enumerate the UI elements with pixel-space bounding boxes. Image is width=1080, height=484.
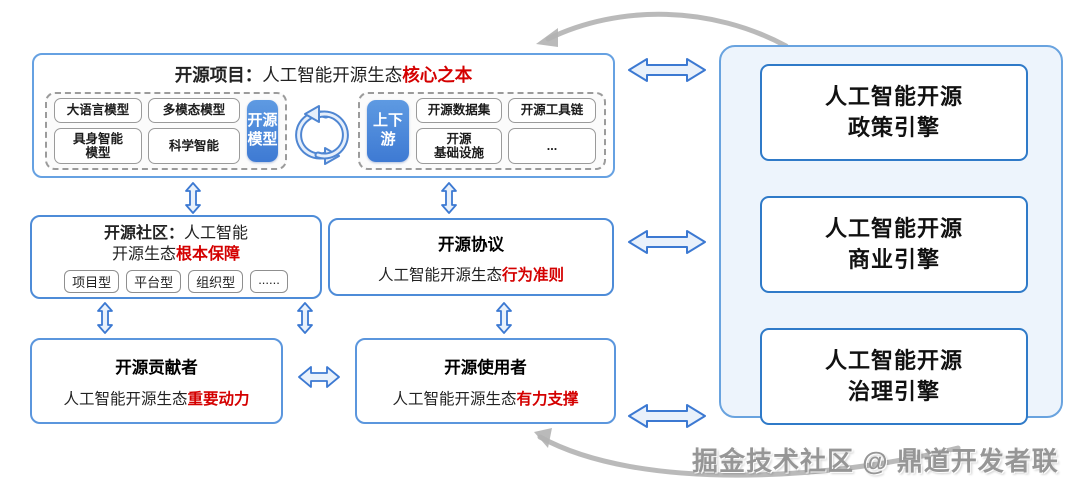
contributor-title: 开源贡献者 xyxy=(115,359,198,377)
chip-multimodal: 多模态模型 xyxy=(148,98,240,123)
user-line: 人工智能开源生态有力支撑 xyxy=(357,387,614,409)
open-source-project-box: 开源项目：人工智能开源生态核心之本 大语言模型 多模态模型 具身智能 模型 科学… xyxy=(32,53,615,178)
user-line-normal: 人工智能开源生态 xyxy=(392,391,517,408)
contributor-line-normal: 人工智能开源生态 xyxy=(63,391,188,408)
open-model-tag: 开源 模型 xyxy=(247,100,278,162)
business-engine-card: 人工智能开源 商业引擎 xyxy=(760,196,1028,293)
double-arrow-horizontal-icon xyxy=(628,230,706,254)
open-source-protocol-box: 开源协议 人工智能开源生态行为准则 xyxy=(328,218,614,296)
double-arrow-vertical-icon xyxy=(496,302,512,334)
chip-platform-type: 平台型 xyxy=(126,269,182,293)
chip-ellipsis: ... xyxy=(508,128,596,164)
chip-toolchain: 开源工具链 xyxy=(508,98,596,123)
updown-chip-grid: 开源数据集 开源工具链 开源 基础设施 ... xyxy=(416,98,596,164)
updown-stream-group: 上下 游 开源数据集 开源工具链 开源 基础设施 ... xyxy=(358,92,606,170)
chip-project-type: 项目型 xyxy=(64,269,120,293)
governance-engine-card: 人工智能开源 治理引擎 xyxy=(760,328,1028,425)
chip-more-types: ...... xyxy=(250,269,288,293)
chip-llm: 大语言模型 xyxy=(54,98,142,123)
model-chip-grid: 大语言模型 多模态模型 具身智能 模型 科学智能 xyxy=(54,98,240,164)
watermark: 掘金技术社区 @ 鼎道开发者联盟 xyxy=(692,446,1059,484)
community-text: 开源社区：人工智能 开源生态根本保障 xyxy=(32,224,320,266)
open-source-contributor-box: 开源贡献者 人工智能开源生态重要动力 xyxy=(30,338,283,424)
chip-science: 科学智能 xyxy=(148,128,240,164)
contributor-line: 人工智能开源生态重要动力 xyxy=(32,387,281,409)
project-title-prefix: 开源项目： xyxy=(174,65,263,85)
double-arrow-vertical-icon xyxy=(185,182,201,214)
project-title: 开源项目：人工智能开源生态核心之本 xyxy=(34,62,613,87)
community-chip-row: 项目型 平台型 组织型 ...... xyxy=(32,269,320,293)
updown-tag: 上下 游 xyxy=(367,100,409,162)
project-title-mid: 人工智能开源生态 xyxy=(262,65,403,85)
double-arrow-vertical-icon xyxy=(297,302,313,334)
protocol-line-highlight: 行为准则 xyxy=(502,267,565,284)
chip-org-type: 组织型 xyxy=(188,269,244,293)
double-arrow-horizontal-icon xyxy=(628,58,706,82)
community-line2-highlight: 根本保障 xyxy=(176,245,241,263)
protocol-title: 开源协议 xyxy=(438,236,504,254)
model-group: 大语言模型 多模态模型 具身智能 模型 科学智能 开源 模型 xyxy=(45,92,287,170)
open-source-community-box: 开源社区：人工智能 开源生态根本保障 项目型 平台型 组织型 ...... xyxy=(30,215,322,299)
protocol-line-normal: 人工智能开源生态 xyxy=(377,267,502,284)
chip-embodied: 具身智能 模型 xyxy=(54,128,142,164)
user-line-highlight: 有力支撑 xyxy=(516,391,579,408)
contributor-line-highlight: 重要动力 xyxy=(187,391,250,408)
protocol-line: 人工智能开源生态行为准则 xyxy=(330,263,612,285)
double-arrow-vertical-icon xyxy=(97,302,113,334)
community-line1-rest: 人工智能 xyxy=(184,225,249,242)
policy-engine-card: 人工智能开源 政策引擎 xyxy=(760,64,1028,161)
double-arrow-horizontal-icon xyxy=(298,366,340,388)
open-source-user-box: 开源使用者 人工智能开源生态有力支撑 xyxy=(355,338,616,424)
double-arrow-vertical-icon xyxy=(441,182,457,214)
double-arrow-horizontal-icon xyxy=(628,404,706,428)
community-title-prefix: 开源社区： xyxy=(103,225,184,242)
user-title: 开源使用者 xyxy=(444,359,527,377)
community-line2-normal: 开源生态 xyxy=(111,245,176,263)
chip-infrastructure: 开源 基础设施 xyxy=(416,128,502,164)
cycle-sync-icon xyxy=(295,105,349,165)
engine-panel: 人工智能开源 政策引擎 人工智能开源 商业引擎 人工智能开源 治理引擎 xyxy=(719,45,1063,425)
project-title-highlight: 核心之本 xyxy=(402,65,473,85)
chip-dataset: 开源数据集 xyxy=(416,98,502,123)
